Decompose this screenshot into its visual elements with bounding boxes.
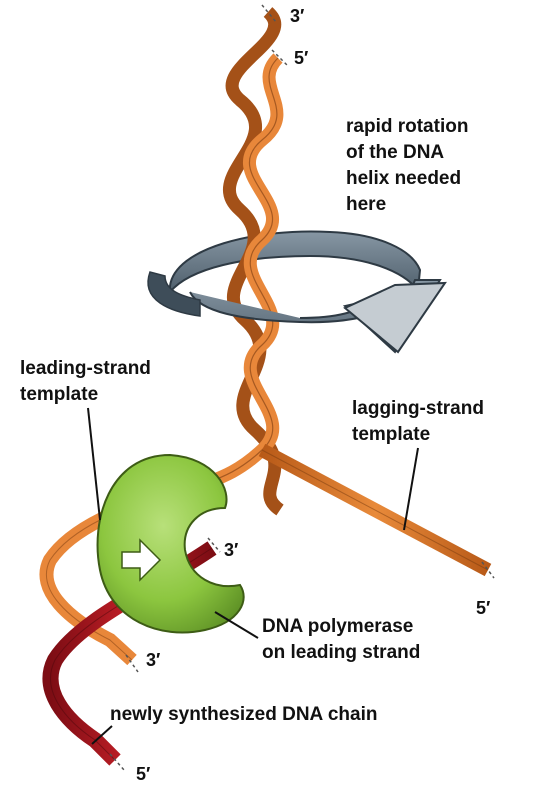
new-chain-label: newly synthesized DNA chain bbox=[110, 704, 378, 725]
leading-template-line-2: template bbox=[20, 384, 99, 405]
end-label-leading-3prime: 3′ bbox=[146, 650, 161, 670]
rotation-note-line-4: here bbox=[346, 194, 387, 215]
end-label-new-chain-3prime: 3′ bbox=[224, 540, 239, 560]
polymerase-direction-arrow bbox=[121, 538, 162, 582]
leading-template-label: leading-strand template bbox=[20, 356, 151, 408]
leading-template-line-1: leading-strand bbox=[20, 358, 151, 379]
end-label-new-chain-5prime: 5′ bbox=[136, 764, 151, 784]
rotation-note-line-2: of the DNA bbox=[346, 142, 445, 163]
polymerase-line-2: on leading strand bbox=[262, 642, 421, 663]
end-label-top-5prime: 5′ bbox=[294, 48, 309, 68]
leader-lines bbox=[87, 407, 419, 745]
end-label-lagging-5prime: 5′ bbox=[476, 598, 491, 618]
polymerase-label: DNA polymerase on leading strand bbox=[262, 614, 420, 666]
rotation-note-line-1: rapid rotation bbox=[346, 116, 469, 137]
rotation-note-label: rapid rotation of the DNA helix needed h… bbox=[346, 114, 468, 218]
rotation-arrow-back bbox=[169, 230, 422, 295]
end-label-top-3prime: 3′ bbox=[290, 6, 305, 26]
lagging-template-label: lagging-strand template bbox=[352, 396, 484, 448]
lagging-template-line-1: lagging-strand bbox=[352, 398, 484, 419]
lagging-template-line-2: template bbox=[352, 424, 431, 445]
dna-polymerase bbox=[96, 453, 245, 634]
strand-end-markers bbox=[109, 4, 495, 771]
polymerase-line-1: DNA polymerase bbox=[262, 616, 414, 637]
rotation-note-line-3: helix needed bbox=[346, 168, 462, 189]
